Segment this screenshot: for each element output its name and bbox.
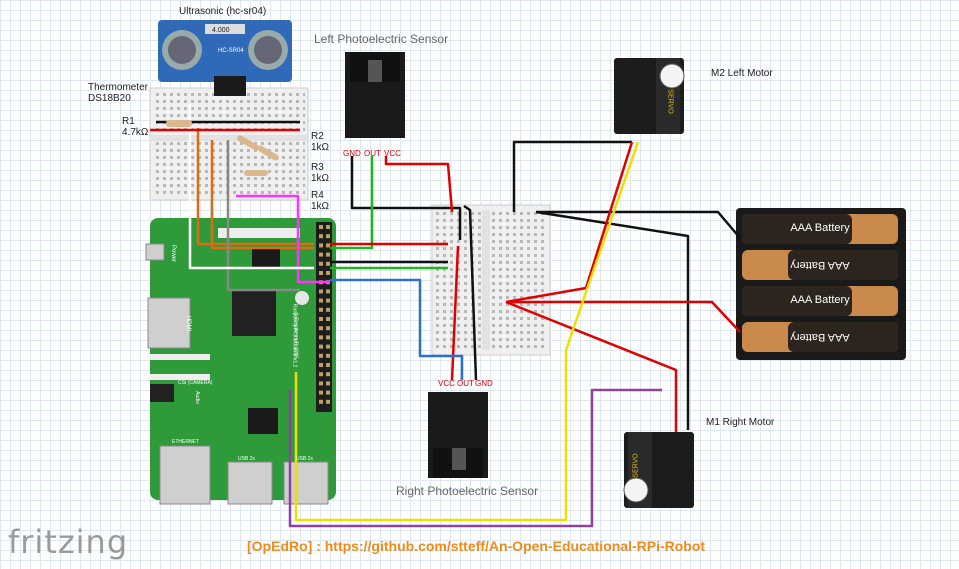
- right-motor-label: M1 Right Motor: [706, 417, 775, 428]
- thermometer-label-line1: Thermometer: [88, 82, 149, 93]
- gpio-pin: [326, 298, 330, 303]
- left-photo-sensor: [345, 52, 405, 138]
- gpio-pin: [319, 353, 323, 358]
- left-motor-label: M2 Left Motor: [711, 68, 773, 79]
- battery-pack: [736, 208, 906, 360]
- pi-audio-label: Audio: [193, 391, 200, 404]
- gpio-pin: [326, 381, 330, 386]
- gpio-pin: [326, 307, 330, 312]
- r1-value: 4.7kΩ: [122, 127, 149, 138]
- gpio-pin: [326, 225, 330, 229]
- gpio-pin: [319, 234, 323, 239]
- r4-name: R4: [311, 190, 324, 201]
- r4-value: 1kΩ: [311, 201, 330, 212]
- center-breadboard: [431, 204, 551, 356]
- r2-value: 1kΩ: [311, 142, 330, 153]
- battery-cell-wrap: [788, 250, 898, 280]
- right-sensor-label: Right Photoelectric Sensor: [396, 484, 539, 498]
- gpio-pin: [326, 399, 330, 404]
- gpio-pin: [319, 390, 323, 395]
- gpio-pin: [319, 271, 323, 275]
- gpio-pin: [319, 289, 323, 294]
- wires: [150, 104, 741, 528]
- gpio-pin: [319, 326, 323, 331]
- thermometer-label-line2: DS18B20: [88, 93, 131, 104]
- gpio-pin: [326, 390, 330, 395]
- r2-name: R2: [311, 131, 324, 142]
- gpio-pin: [326, 344, 330, 349]
- left-sensor-label: Left Photoelectric Sensor: [314, 32, 449, 46]
- pi-csi-label: CSI (CAMERA): [178, 380, 213, 386]
- pi-usb1-label: USB 2x: [238, 456, 255, 462]
- gpio-pin: [319, 298, 323, 303]
- gpio-pin: [319, 372, 323, 377]
- gpio-pin: [319, 335, 323, 340]
- gpio-pin: [319, 225, 323, 229]
- left-sensor-pin-vcc: VCC: [384, 149, 401, 158]
- gpio-pin: [326, 243, 330, 248]
- gpio-pin: [319, 252, 323, 257]
- gpio-pin: [319, 381, 323, 386]
- gpio-pin: [326, 271, 330, 275]
- battery-cell-label: AAA Battery: [790, 331, 850, 343]
- pi-copyright-label: © Raspberry Pi 2015: [292, 312, 299, 359]
- gpio-pin: [319, 243, 323, 248]
- pi-hdmi-label: HDMI: [185, 315, 192, 332]
- battery-cell-wrap: [788, 322, 898, 352]
- gpio-pin: [319, 261, 323, 266]
- right-servo-motor: [623, 432, 694, 508]
- gpio-pin: [326, 252, 330, 257]
- gpio-pin: [319, 307, 323, 312]
- pi-power-label: Power: [170, 244, 177, 263]
- right-sensor-pin-vcc: VCC: [438, 379, 455, 388]
- pi-usb2-label: USB 2x: [296, 456, 313, 462]
- r3-value: 1kΩ: [311, 173, 330, 184]
- gpio-pin: [319, 344, 323, 349]
- left-sensor-pin-gnd: GND: [343, 149, 361, 158]
- battery-cell-label: AAA Battery: [790, 294, 850, 306]
- battery-cell-label: AAA Battery: [790, 222, 850, 234]
- gpio-pin: [326, 335, 330, 340]
- battery-cell-wrap: [742, 286, 852, 316]
- left-motor-brand: SERVO: [666, 89, 674, 114]
- ultrasonic-label: Ultrasonic (hc-sr04): [179, 6, 267, 17]
- gpio-pin: [319, 363, 323, 367]
- battery-cell-wrap: [742, 214, 852, 244]
- resistors: [166, 120, 279, 176]
- left-sensor-pin-out: OUT: [364, 149, 381, 158]
- fritzing-logo: fritzing: [8, 523, 129, 561]
- r1-name: R1: [122, 116, 135, 127]
- ultrasonic-chip: HC-SR04: [218, 48, 244, 54]
- gpio-pin: [319, 399, 323, 404]
- gpio-pin: [319, 317, 323, 321]
- gpio-pin: [326, 372, 330, 377]
- ultrasonic-display: 4.000: [212, 27, 230, 34]
- gpio-pin: [326, 326, 330, 331]
- r3-name: R3: [311, 162, 324, 173]
- footer-link[interactable]: [OpEdRo] : https://github.com/stteff/An-…: [247, 538, 706, 554]
- right-sensor-pin-out: OUT: [457, 379, 474, 388]
- gpio-pin: [326, 353, 330, 358]
- battery-cell-label: AAA Battery: [790, 259, 850, 271]
- gpio-pin: [326, 317, 330, 321]
- left-servo-motor: [614, 58, 685, 134]
- gpio-pin: [326, 234, 330, 239]
- right-photo-sensor: [428, 392, 488, 478]
- ultrasonic-sensor: [158, 20, 292, 96]
- gpio-pin: [326, 363, 330, 367]
- gpio-pin: [326, 289, 330, 294]
- pi-ethernet-label: ETHERNET: [172, 439, 199, 445]
- right-sensor-pin-gnd: GND: [475, 379, 493, 388]
- gpio-pin: [326, 261, 330, 266]
- right-motor-brand: SERVO: [632, 453, 640, 478]
